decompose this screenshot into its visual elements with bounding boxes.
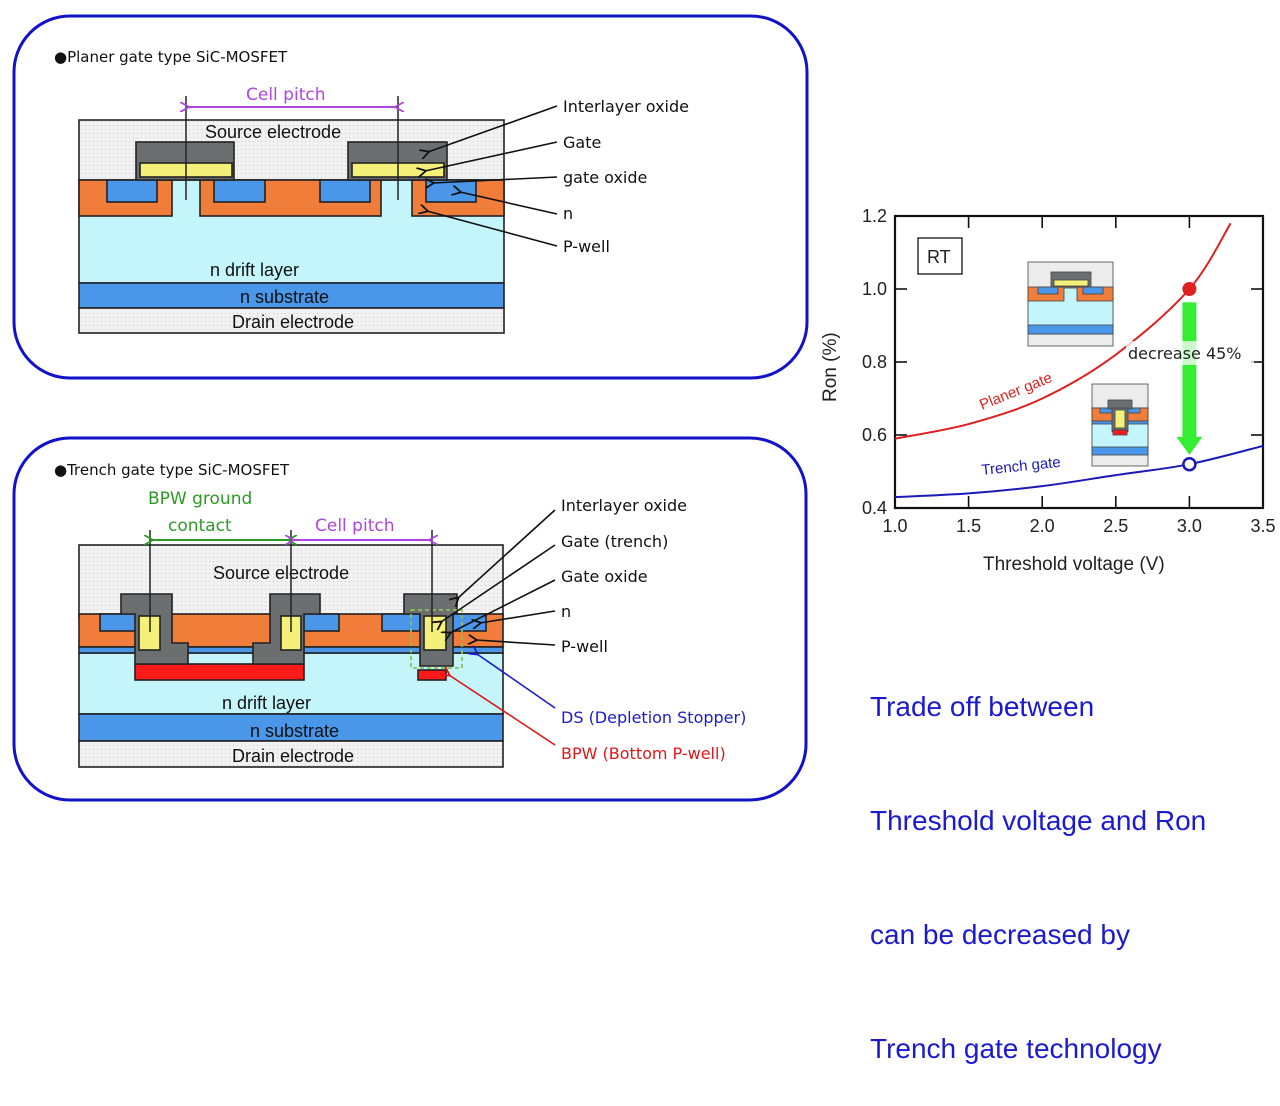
trench-gate-curve [894, 444, 1264, 499]
trench-callout-pwell: P-well [561, 637, 608, 656]
planar-n-region [319, 179, 371, 203]
y-axis-label: Ron (%) [820, 332, 841, 402]
planar-panel-title: ●Planer gate type SiC-MOSFET [54, 48, 288, 66]
planar-n-region [425, 179, 477, 203]
x-axis-label: Threshold voltage (V) [983, 554, 1165, 575]
planar-callout-n: n [563, 204, 573, 223]
x-tick-label: 1.5 [956, 516, 981, 536]
planar-callout-interlayer-oxide: Interlayer oxide [563, 97, 689, 116]
planar-gate-marker [1182, 282, 1197, 296]
planar-device-inset [1027, 261, 1114, 347]
trench-callout-gate-oxide: Gate oxide [561, 567, 648, 586]
ron-vs-threshold-chart: 1.0 1.5 2.0 2.5 3.0 3.5 0.4 0.6 0.8 1.0 1.2 RT [820, 206, 1276, 575]
trench-n-substrate [78, 713, 504, 742]
planar-callout-leaders [425, 105, 558, 247]
trench-panel-title: ●Trench gate type SiC-MOSFET [54, 461, 290, 479]
trench-highlight-box [410, 609, 463, 669]
x-tick-label: 2.0 [1030, 516, 1055, 536]
trench-bpw-contact-label: BPW ground [148, 489, 252, 509]
x-tick-label: 3.0 [1177, 516, 1202, 536]
planar-panel-border [12, 14, 809, 380]
planar-layer-source: Source electrode [205, 122, 341, 142]
decrease-arrow [1126, 302, 1254, 455]
trench-bpw-contact [134, 663, 305, 681]
planar-layer-drain: Drain electrode [232, 312, 354, 332]
x-tick-label: 1.0 [882, 516, 907, 536]
trench-gate-marker [1182, 456, 1197, 472]
trench-callout-interlayer-oxide: Interlayer oxide [561, 496, 687, 515]
trench-layer-source: Source electrode [213, 563, 349, 583]
planar-callout-gate-oxide: gate oxide [563, 168, 647, 187]
trench-device-inset [1091, 383, 1149, 467]
summary-line: can be decreased by [870, 919, 1130, 950]
summary-line: Trench gate technology [870, 1033, 1162, 1064]
planar-layer-drift: n drift layer [210, 260, 299, 280]
axis-tick-labels: 1.0 1.5 2.0 2.5 3.0 3.5 0.4 0.6 0.8 1.0 1.2 [862, 206, 1276, 536]
trench-panel: ●Trench gate type SiC-MOSFET [12, 436, 808, 802]
rt-annotation-label: RT [927, 247, 951, 267]
y-tick-label: 1.2 [862, 206, 887, 226]
planar-layer-substrate: n substrate [240, 287, 329, 307]
planar-callout-gate: Gate [563, 133, 601, 152]
trench-n-region [301, 613, 340, 632]
trench-callout-gate-trench: Gate (trench) [561, 532, 668, 551]
trench-layer-drain: Drain electrode [232, 746, 354, 766]
y-tick-label: 0.6 [862, 425, 887, 445]
planar-n-substrate [78, 282, 505, 309]
decrease-arrow-shaft [1182, 302, 1197, 439]
decrease-label-bg [1126, 341, 1254, 365]
planar-n-region [213, 179, 266, 203]
rt-annotation-box [917, 237, 963, 275]
trench-cell-pitch-label: Cell pitch [315, 516, 394, 536]
summary-line: Trade off between [870, 691, 1095, 722]
chart-markers [1182, 282, 1197, 472]
trench-bpw [417, 669, 447, 681]
planar-n-region [106, 179, 158, 203]
planar-cell-pitch-label: Cell pitch [246, 85, 325, 105]
trench-layer-substrate: n substrate [250, 721, 339, 741]
planar-callout-pwell: P-well [563, 237, 610, 256]
planar-drain-electrode [78, 307, 505, 334]
x-tick-label: 2.5 [1103, 516, 1128, 536]
trench-callout-leaders [441, 509, 556, 746]
trench-n-region [381, 613, 421, 632]
trench-drain-electrode [78, 740, 504, 768]
axis-ticks [895, 216, 1263, 508]
y-tick-label: 0.4 [862, 498, 887, 518]
trench-n-region [99, 613, 139, 632]
trench-panel-border [12, 436, 808, 802]
decrease-label: decrease 45% [1128, 344, 1242, 363]
trench-bpw-contact-label: contact [168, 516, 232, 536]
trench-callout-depletion-stopper: DS (Depletion Stopper) [561, 708, 746, 727]
planar-panel: ●Planer gate type SiC-MOSFET Source elec… [12, 14, 809, 380]
y-tick-label: 0.8 [862, 352, 887, 372]
summary-line: Threshold voltage and Ron [870, 805, 1207, 836]
trench-callout-n: n [561, 602, 571, 621]
x-tick-label: 3.5 [1250, 516, 1275, 536]
figure-canvas: ●Planer gate type SiC-MOSFET Source elec… [12, 14, 1276, 802]
trench-layer-drift: n drift layer [222, 693, 311, 713]
trench-callout-bottom-pwell: BPW (Bottom P-well) [561, 744, 726, 763]
decrease-arrow-head [1176, 436, 1203, 455]
summary-text: Trade off between Threshold voltage and … [870, 612, 1206, 1106]
y-tick-label: 1.0 [862, 279, 887, 299]
